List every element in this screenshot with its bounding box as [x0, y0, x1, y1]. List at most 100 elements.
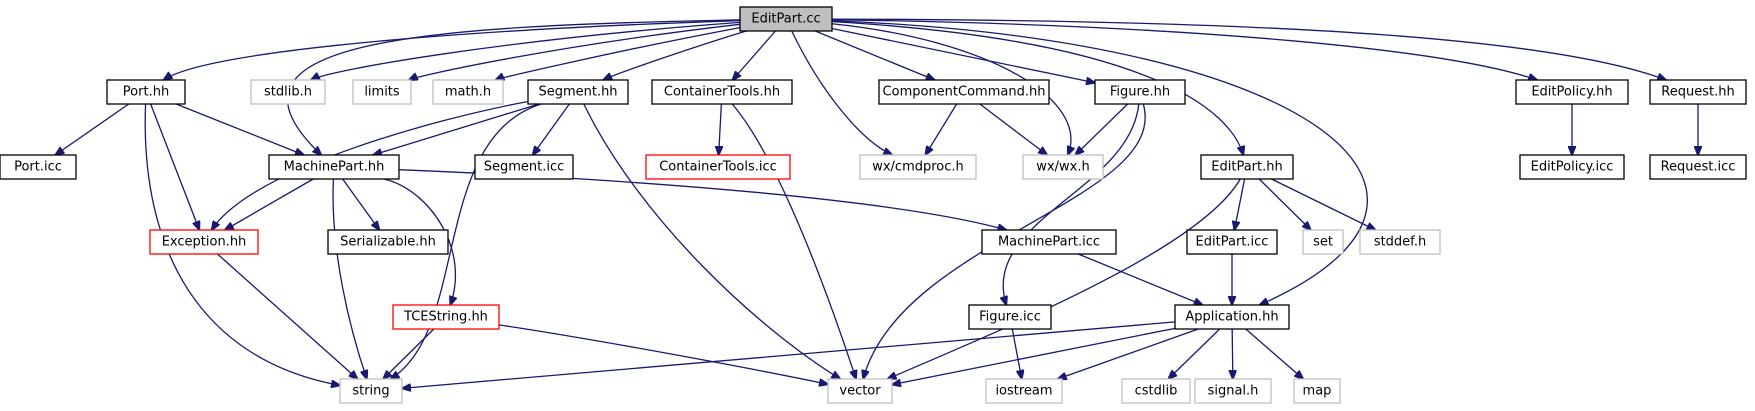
node-box — [859, 154, 977, 180]
edge-line — [342, 178, 380, 230]
node-application-hh[interactable]: Application.hh — [1174, 304, 1290, 330]
node-box — [474, 154, 574, 180]
node-box — [878, 79, 1050, 105]
node-box — [1094, 79, 1186, 105]
node-editpart-cc[interactable]: EditPart.cc — [739, 6, 833, 32]
node-label: wx/cmdproc.h — [872, 160, 964, 175]
node-label: cstdlib — [1135, 384, 1178, 399]
edge-tcestring_hh-to-string — [383, 328, 435, 379]
edge-containertools_hh-to-vector — [731, 103, 856, 379]
node-box — [1200, 154, 1294, 180]
node-label: Request.hh — [1661, 85, 1734, 100]
node-request-hh[interactable]: Request.hh — [1649, 79, 1747, 105]
node-box — [985, 378, 1063, 404]
node-label: iostream — [995, 384, 1052, 399]
node-editpolicy-icc[interactable]: EditPolicy.icc — [1519, 154, 1625, 180]
edge-line — [979, 103, 1047, 155]
node-editpart-hh[interactable]: EditPart.hh — [1200, 154, 1294, 180]
edge-line — [164, 19, 741, 80]
edge-line — [217, 253, 357, 379]
node-port-hh[interactable]: Port.hh — [106, 79, 186, 105]
edge-port_hh-to-string — [144, 103, 340, 385]
node-set: set — [1302, 229, 1344, 255]
edge-machinepart_hh-to-string — [332, 178, 367, 379]
node-box — [1194, 378, 1272, 404]
node-box — [250, 79, 326, 105]
node-segment-icc[interactable]: Segment.icc — [474, 154, 574, 180]
node-editpolicy-hh[interactable]: EditPolicy.hh — [1515, 79, 1629, 105]
node-box — [981, 229, 1117, 255]
node-label: Serializable.hh — [340, 235, 436, 250]
node-figure-icc[interactable]: Figure.icc — [968, 304, 1052, 330]
node-box — [432, 79, 504, 105]
edge-line — [55, 103, 130, 155]
node-iostream: iostream — [985, 378, 1063, 404]
node-stddef-h: stddef.h — [1359, 229, 1441, 255]
node-box — [1649, 154, 1747, 180]
edge-line — [1003, 103, 1140, 305]
edge-figure_hh-to-vector — [863, 103, 1146, 379]
edge-line — [1168, 328, 1221, 379]
node-port-icc[interactable]: Port.icc — [0, 154, 77, 180]
node-box — [1359, 229, 1441, 255]
node-containertools-icc[interactable]: ContainerTools.icc — [645, 154, 791, 180]
node-label: Application.hh — [1185, 310, 1278, 325]
node-machinepart-icc[interactable]: MachinePart.icc — [981, 229, 1117, 255]
node-box — [327, 229, 449, 255]
node-label: ContainerTools.hh — [664, 85, 780, 100]
node-label: Exception.hh — [162, 235, 247, 250]
node-label: string — [352, 384, 389, 399]
node-componentcommand-hh[interactable]: ComponentCommand.hh — [878, 79, 1050, 105]
node-tcestring-hh[interactable]: TCEString.hh — [392, 304, 500, 330]
edge-machinepart_hh-to-tcestring_hh — [383, 178, 455, 305]
node-containertools-hh[interactable]: ContainerTools.hh — [651, 79, 793, 105]
edge-machinepart_hh-to-exception_hh — [225, 178, 314, 230]
node-box — [149, 229, 259, 255]
node-string: string — [339, 378, 403, 404]
node-label: Port.icc — [14, 160, 62, 175]
edge-line — [888, 178, 1241, 379]
node-box — [1515, 79, 1629, 105]
edge-line — [495, 26, 741, 80]
edge-line — [831, 23, 1071, 155]
node-box — [739, 6, 833, 32]
node-signal-h: signal.h — [1194, 378, 1272, 404]
edge-line — [791, 30, 892, 155]
node-label: stdlib.h — [264, 85, 312, 100]
node-exception-hh[interactable]: Exception.hh — [149, 229, 259, 255]
edge-editpart_cc-to-containertools_hh — [733, 30, 776, 80]
node-stdlib-h: stdlib.h — [250, 79, 326, 105]
edges-layer — [55, 18, 1698, 388]
edge-line — [212, 100, 529, 230]
edge-line — [831, 20, 1368, 305]
node-label: Request.icc — [1661, 160, 1736, 175]
node-cstdlib: cstdlib — [1121, 378, 1191, 404]
edge-editpart_hh-to-set — [1258, 178, 1311, 230]
edge-line — [311, 21, 741, 80]
node-figure-hh[interactable]: Figure.hh — [1094, 79, 1186, 105]
edge-line — [892, 327, 1176, 384]
node-label: stddef.h — [1374, 235, 1426, 250]
edge-line — [1232, 328, 1233, 379]
edge-editpart_hh-to-stddef_h — [1271, 178, 1375, 230]
node-label: map — [1303, 384, 1332, 399]
node-label: vector — [839, 384, 881, 399]
node-box — [827, 378, 893, 404]
edge-application_hh-to-vector — [892, 327, 1176, 384]
edge-machinepart_hh-to-serializable_hh — [342, 178, 380, 230]
edge-line — [1058, 328, 1199, 379]
node-label: Figure.hh — [1110, 85, 1170, 100]
edge-line — [383, 178, 455, 305]
node-machinepart-hh[interactable]: MachinePart.hh — [268, 154, 400, 180]
node-label: EditPolicy.hh — [1531, 85, 1612, 100]
edge-editpart_cc-to-wx_cmdproc_h — [791, 30, 892, 155]
node-segment-hh[interactable]: Segment.hh — [527, 79, 629, 105]
edge-line — [863, 103, 1146, 379]
edge-application_hh-to-cstdlib — [1168, 328, 1221, 379]
node-box — [1174, 304, 1290, 330]
node-math-h: math.h — [432, 79, 504, 105]
node-editpart-icc[interactable]: EditPart.icc — [1186, 229, 1278, 255]
node-label: EditPart.hh — [1211, 160, 1282, 175]
node-serializable-hh[interactable]: Serializable.hh — [327, 229, 449, 255]
node-request-icc[interactable]: Request.icc — [1649, 154, 1747, 180]
